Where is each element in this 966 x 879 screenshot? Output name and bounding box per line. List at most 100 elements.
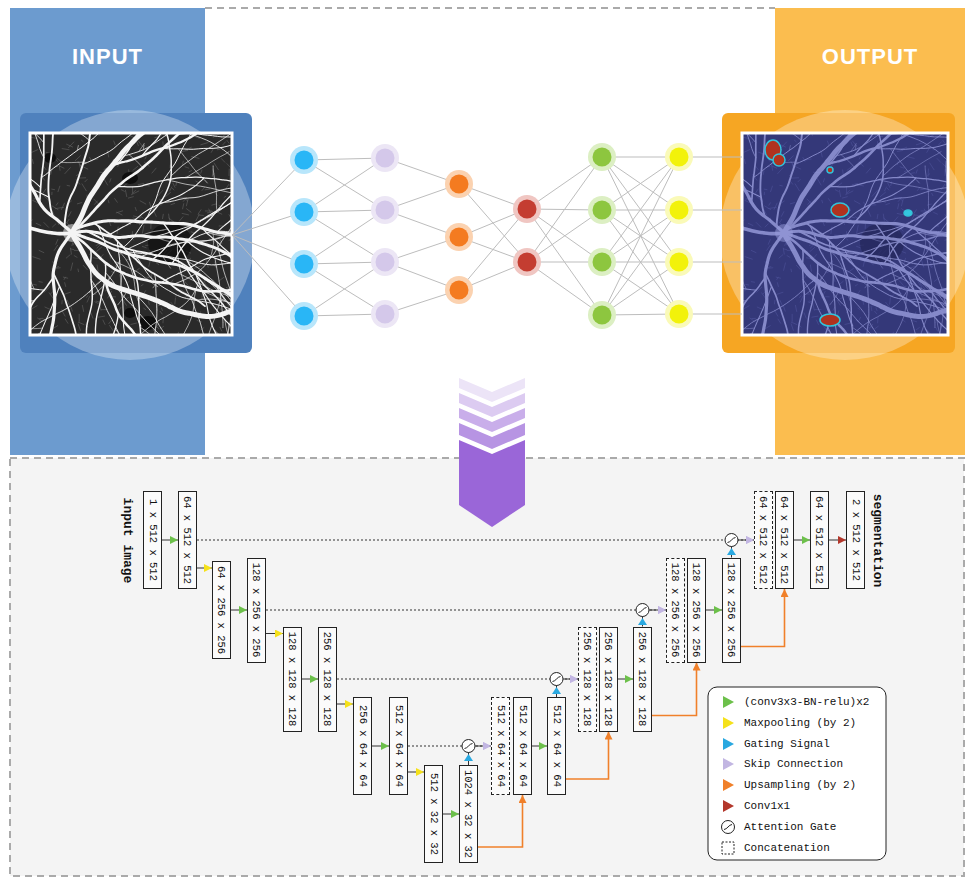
drawing-part bbox=[938, 142, 941, 146]
input-band-fill bbox=[10, 8, 205, 455]
drawing-part bbox=[767, 245, 771, 251]
drawing-part bbox=[810, 247, 816, 252]
legend-swatch bbox=[723, 717, 734, 729]
drawing-part bbox=[859, 156, 860, 159]
drawing-part bbox=[774, 300, 775, 304]
drawing-part bbox=[78, 324, 81, 331]
drawing-part bbox=[97, 265, 98, 272]
drawing-part bbox=[513, 195, 541, 223]
sigmoid-curve bbox=[728, 538, 736, 543]
drawing-part bbox=[753, 133, 826, 177]
drawing-part bbox=[450, 175, 469, 194]
legend-swatch bbox=[723, 738, 734, 750]
drawing-part bbox=[894, 217, 898, 222]
drawing-part bbox=[227, 163, 231, 167]
drawing-part bbox=[219, 305, 221, 310]
drawing-part bbox=[114, 198, 117, 202]
side-label: input image bbox=[121, 498, 136, 584]
drawing-part bbox=[810, 265, 811, 272]
drawing-part bbox=[137, 142, 139, 146]
drawing-part bbox=[927, 174, 930, 176]
flow-arrow bbox=[443, 814, 459, 815]
legend-symbol bbox=[720, 777, 736, 793]
drawing-part bbox=[791, 322, 797, 325]
legend-symbol bbox=[720, 736, 736, 752]
gating-head bbox=[727, 548, 736, 555]
drawing-part bbox=[799, 295, 801, 297]
drawing-part bbox=[820, 314, 840, 326]
drawing-part bbox=[224, 196, 227, 198]
drawing-part bbox=[205, 188, 210, 190]
drawing-part bbox=[160, 187, 232, 204]
flow-arrow bbox=[302, 679, 318, 680]
drawing-part bbox=[898, 152, 941, 178]
tensor-shape: 512 x 64 x 64 bbox=[517, 705, 529, 787]
drawing-part bbox=[152, 187, 232, 260]
drawing-part bbox=[916, 142, 924, 144]
tensor-box: 512 x 32 x 32 bbox=[424, 765, 443, 863]
legend-text: (conv3x3-BN-relu)x2 bbox=[744, 695, 869, 709]
drawing-part bbox=[941, 184, 945, 191]
drawing-part bbox=[828, 198, 831, 202]
drawing-part bbox=[745, 257, 753, 260]
drawing-part bbox=[803, 279, 841, 335]
legend-text: Gating Signal bbox=[744, 737, 830, 751]
drawing-part bbox=[70, 248, 74, 250]
drawing-part bbox=[445, 170, 473, 198]
drawing-part bbox=[171, 133, 232, 176]
drawing-part bbox=[788, 156, 794, 161]
drawing-part bbox=[139, 133, 232, 160]
drawing-part bbox=[371, 144, 399, 172]
drawing-part bbox=[220, 327, 222, 332]
drawing-part bbox=[162, 214, 164, 219]
tensor-shape: 512 x 64 x 64 bbox=[393, 705, 405, 787]
drawing-part bbox=[65, 319, 68, 324]
drawing-part bbox=[51, 171, 52, 175]
drawing-part bbox=[904, 170, 907, 172]
drawing-part bbox=[847, 268, 854, 273]
drawing-part bbox=[779, 185, 782, 187]
drawing-part bbox=[751, 281, 755, 283]
drawing-part bbox=[904, 210, 912, 216]
drawing-part bbox=[39, 281, 43, 283]
drawing-part bbox=[182, 213, 189, 215]
drawing-part bbox=[445, 223, 473, 251]
drawing-part bbox=[857, 225, 859, 233]
drawing-part bbox=[173, 183, 175, 188]
drawing-part bbox=[56, 239, 58, 245]
drawing-part bbox=[295, 307, 314, 326]
drawing-part bbox=[742, 133, 948, 335]
gate-circle bbox=[462, 740, 475, 753]
drawing-part bbox=[202, 187, 205, 191]
drawing-part bbox=[779, 254, 783, 258]
drawing-part bbox=[186, 208, 191, 212]
drawing-part bbox=[930, 262, 931, 266]
drawing-part bbox=[925, 166, 929, 211]
legend-text: Upsampling (by 2) bbox=[744, 778, 856, 792]
tensor-box: 1024 x 32 x 32 bbox=[459, 765, 478, 863]
legend-swatch bbox=[723, 696, 734, 708]
flow-arrow bbox=[197, 568, 212, 569]
drawing-part bbox=[784, 133, 922, 233]
drawing-part bbox=[921, 260, 923, 268]
drawing-part bbox=[30, 157, 41, 187]
drawing-part bbox=[742, 152, 784, 233]
drawing-part bbox=[94, 302, 98, 304]
drawing-part bbox=[52, 224, 56, 228]
drawing-part bbox=[854, 201, 860, 205]
legend-swatch bbox=[723, 758, 734, 770]
drawing-part bbox=[171, 203, 175, 205]
drawing-part bbox=[63, 224, 81, 242]
drawing-part bbox=[185, 167, 190, 169]
drawing-part bbox=[141, 284, 144, 286]
drawing-part bbox=[74, 255, 78, 257]
panel-title: INPUT bbox=[72, 44, 143, 70]
drawing-part bbox=[835, 190, 839, 192]
legend-row: Upsampling (by 2) bbox=[720, 777, 856, 793]
drawing-part bbox=[119, 307, 121, 311]
drawing-part bbox=[91, 313, 93, 319]
drawing-part bbox=[768, 239, 770, 245]
drawing-part bbox=[33, 284, 37, 286]
drawing-part bbox=[829, 177, 948, 196]
drawing-part bbox=[873, 249, 948, 283]
